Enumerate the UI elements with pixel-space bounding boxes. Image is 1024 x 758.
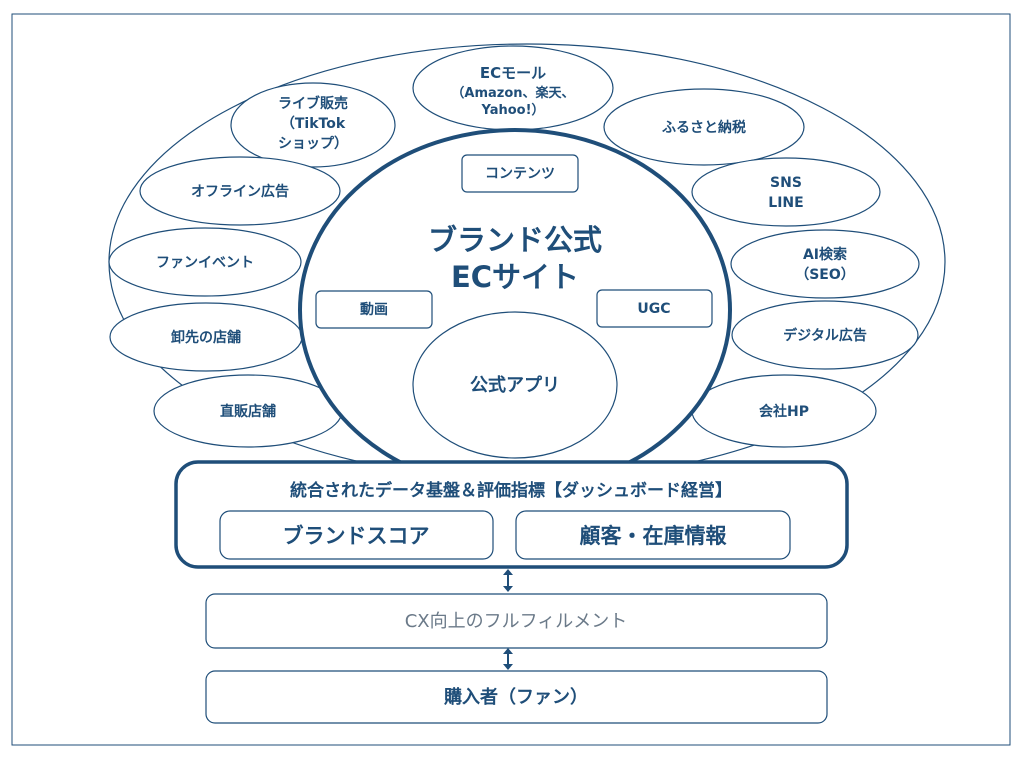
channel-furusato: ふるさと納税 — [603, 88, 805, 166]
label: 直販店舗 — [220, 403, 276, 420]
label: ファンイベント — [156, 255, 254, 271]
channel-live-commerce: ライブ販売 （TikTok ショップ） — [230, 82, 396, 168]
customer-inventory-info: 顧客・在庫情報 — [580, 524, 728, 548]
label: ふるさと納税 — [662, 119, 746, 136]
label: （Amazon、楽天、 — [451, 85, 574, 101]
center-title-line1: ブランド公式 — [428, 223, 602, 257]
label: AI検索 — [803, 246, 847, 263]
label: （SEO） — [795, 267, 855, 283]
label: デジタル広告 — [783, 327, 867, 344]
data-platform-box: 統合されたデータ基盤＆評価指標【ダッシュボード経営】 ブランドスコア 顧客・在庫… — [174, 460, 849, 569]
channel-offline-ads: オフライン広告 — [139, 156, 341, 226]
channel-ai-search: AI検索 （SEO） — [730, 229, 920, 299]
channel-sns: SNS LINE — [691, 157, 881, 227]
channel-direct-store: 直販店舗 — [153, 374, 343, 448]
label: 公式アプリ — [470, 374, 560, 396]
label: ライブ販売 — [278, 95, 348, 112]
content-box: コンテンツ — [461, 154, 579, 193]
data-platform-title: 統合されたデータ基盤＆評価指標【ダッシュボード経営】 — [290, 480, 732, 501]
video-box: 動画 — [315, 290, 433, 329]
label: 会社HP — [759, 403, 809, 420]
buyer-box: 購入者（ファン） — [205, 670, 828, 724]
double-arrow-icon — [503, 569, 513, 592]
channel-company-hp: 会社HP — [691, 374, 877, 448]
label: ECモール — [480, 64, 546, 82]
label: 動画 — [360, 301, 388, 318]
label: コンテンツ — [485, 166, 555, 182]
channel-digital-ads: デジタル広告 — [731, 300, 919, 370]
label: 卸先の店舗 — [171, 329, 241, 346]
channel-wholesale: 卸先の店舗 — [109, 302, 303, 372]
label: ショップ） — [278, 136, 348, 152]
fulfillment-box: CX向上のフルフィルメント — [205, 593, 828, 649]
brand-score: ブランドスコア — [283, 524, 430, 548]
double-arrow-icon — [503, 648, 513, 670]
label: SNS — [770, 175, 802, 191]
label: UGC — [637, 301, 670, 317]
center-title-line2: ECサイト — [451, 260, 579, 294]
ugc-box: UGC — [596, 289, 713, 328]
label: LINE — [768, 195, 803, 211]
channel-fan-event: ファンイベント — [108, 227, 302, 297]
label: CX向上のフルフィルメント — [405, 611, 628, 632]
label: オフライン広告 — [191, 183, 289, 200]
channel-ec-mall: ECモール （Amazon、楽天、 Yahoo!） — [412, 45, 614, 131]
official-app-ellipse: 公式アプリ — [412, 311, 618, 459]
label: （TikTok — [281, 116, 346, 132]
label: 購入者（ファン） — [443, 686, 588, 708]
label: Yahoo!） — [480, 102, 544, 118]
